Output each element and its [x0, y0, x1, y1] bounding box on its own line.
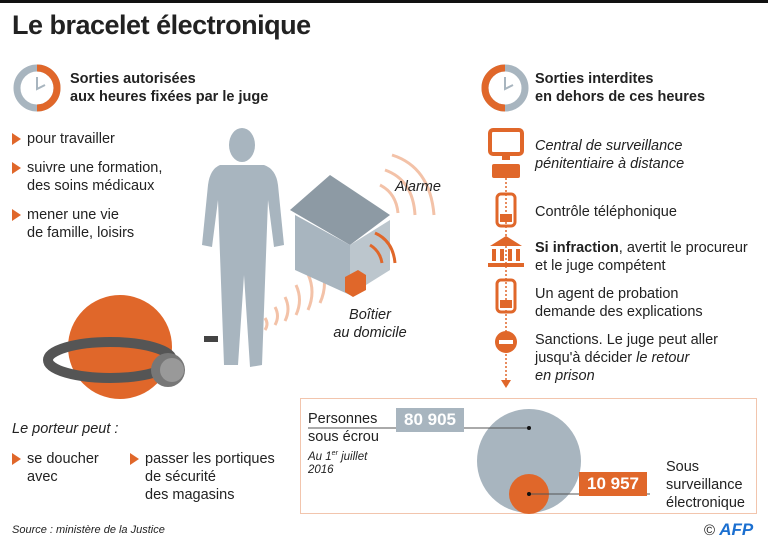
person-house-illustration: [202, 128, 436, 367]
alarm-waves: [369, 153, 436, 264]
proportion-circles: [308, 409, 650, 514]
alarm-label: Alarme: [395, 179, 441, 195]
no-entry-icon: [495, 331, 517, 353]
bullet-icon: [12, 453, 21, 465]
afp-logo: AFP: [719, 520, 754, 539]
ankle-bracelet: [204, 336, 218, 342]
page-title: Le bracelet électronique: [12, 10, 311, 40]
bullet-work: pour travailler: [27, 131, 115, 147]
bullet-icon: [12, 162, 21, 174]
step-phone-control: Contrôle téléphonique: [535, 204, 677, 220]
total-circle: [477, 409, 581, 513]
arrow-down-icon: [501, 380, 511, 388]
computer-icon: [488, 128, 524, 178]
bracelet-value: 10 957: [579, 472, 647, 496]
source-text: Source : ministère de la Justice: [12, 524, 165, 536]
clock-icon: [13, 64, 61, 112]
bullet-icon: [130, 453, 139, 465]
bullet-icon: [12, 209, 21, 221]
courthouse-icon: [488, 236, 524, 267]
bullet-icon: [12, 133, 21, 145]
house-icon: [290, 175, 390, 297]
total-value: 80 905: [396, 408, 464, 432]
person-silhouette: [202, 128, 284, 367]
bullet-training: suivre une formation,des soins médicaux: [27, 160, 163, 194]
phone-icon: [495, 192, 517, 228]
steps-timeline: [488, 128, 524, 388]
top-rule: [0, 0, 768, 3]
phone-icon: [495, 278, 517, 314]
bracelet-illustration: [43, 295, 185, 399]
porteur-label: Le porteur peut :: [12, 421, 119, 437]
clock-icon: [481, 64, 529, 112]
afp-credit: © AFP: [704, 520, 754, 539]
